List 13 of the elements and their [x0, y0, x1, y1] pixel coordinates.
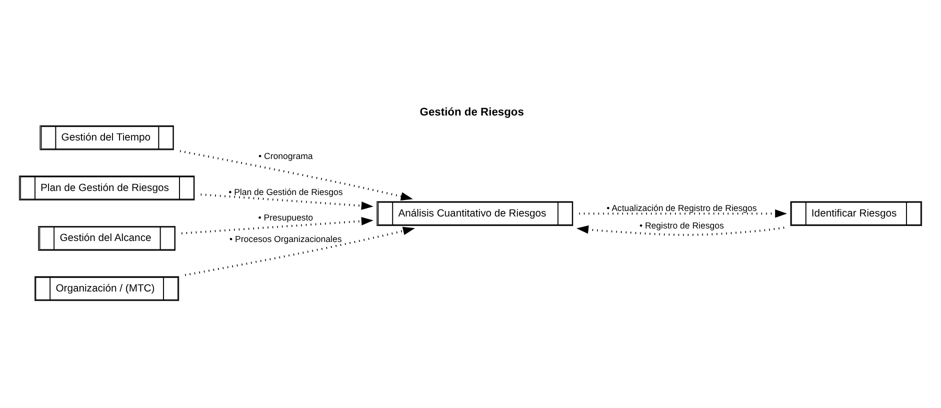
edge-label: • Cronograma: [258, 151, 313, 162]
arrow: [579, 209, 788, 218]
edge-label: • Procesos Organizacionales: [230, 234, 342, 244]
edge-label: • Presupuesto: [258, 212, 314, 223]
edge-label: • Plan de Gestión de Riesgos: [228, 187, 343, 198]
arrow: [184, 226, 415, 276]
edge-label: • Registro de Riesgos: [639, 220, 724, 231]
arrow: [576, 225, 784, 236]
arrow: [181, 217, 374, 234]
diagram-title: Gestión de Riesgos: [420, 106, 524, 119]
edge-label: • Actualización de Registro de Riesgos: [606, 203, 757, 214]
arrow: [180, 150, 413, 200]
arrow: [200, 194, 374, 210]
